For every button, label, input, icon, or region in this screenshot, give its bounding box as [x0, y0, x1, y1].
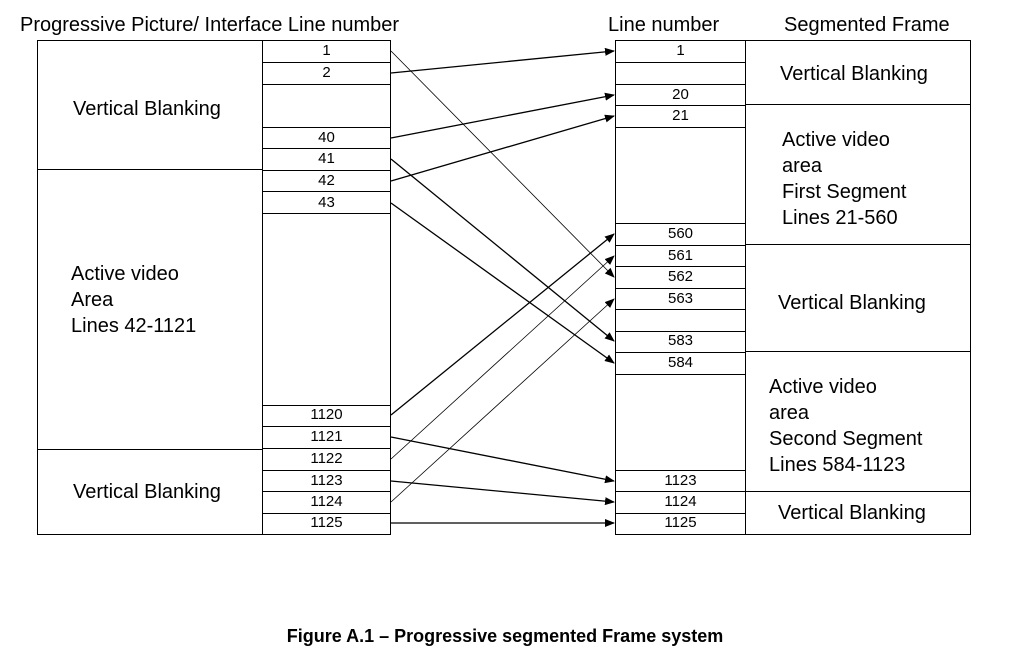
- row-divider: [262, 62, 391, 63]
- right-vb1-label: Vertical Blanking: [780, 63, 928, 85]
- left-line-number: 1: [322, 42, 331, 59]
- row-divider: [615, 105, 746, 106]
- row-divider: [262, 84, 391, 85]
- left-line-number: 41: [318, 150, 335, 167]
- right-line-number: 20: [672, 86, 689, 103]
- row-divider: [615, 223, 746, 224]
- row-divider: [262, 426, 391, 427]
- row-divider: [262, 148, 391, 149]
- row-divider: [615, 288, 746, 289]
- row-divider: [262, 213, 391, 214]
- row-divider: [615, 331, 746, 332]
- right-line-number: 561: [667, 247, 694, 264]
- row-divider: [262, 448, 391, 449]
- row-divider: [262, 513, 391, 514]
- row-divider: [615, 513, 746, 514]
- right-seg2-line-4: Lines 584-1123: [769, 454, 906, 476]
- left-active-line-1: Active video: [71, 263, 179, 285]
- right-seg1-line-2: area: [782, 155, 823, 177]
- left-line-column: [262, 40, 391, 535]
- row-divider: [615, 470, 746, 471]
- right-line-number: 584: [667, 354, 694, 371]
- left-line-number: 2: [322, 64, 331, 81]
- figure-caption: Figure A.1 – Progressive segmented Frame…: [286, 626, 724, 646]
- mapping-arrow: [390, 202, 615, 364]
- right-line-number: 1: [676, 42, 685, 59]
- right-vb3-label: Vertical Blanking: [778, 502, 926, 524]
- left-vb-top-label: Vertical Blanking: [73, 98, 221, 120]
- segmented-frame-header: Segmented Frame: [784, 14, 950, 36]
- mapping-arrow: [390, 436, 615, 484]
- right-line-number: 1125: [664, 514, 697, 531]
- row-divider: [262, 170, 391, 171]
- right-line-number: 1124: [664, 493, 697, 510]
- right-line-number: 562: [667, 268, 694, 285]
- row-divider: [262, 470, 391, 471]
- row-divider: [615, 266, 746, 267]
- right-line-number: 21: [672, 107, 689, 124]
- mapping-arrow: [390, 480, 615, 506]
- row-divider: [262, 491, 391, 492]
- left-active-line-2: Area: [71, 289, 114, 311]
- right-line-number: 1123: [664, 472, 697, 489]
- line-number-header: Line number: [608, 14, 720, 36]
- row-divider: [615, 62, 746, 63]
- right-seg1-line-1: Active video: [782, 129, 890, 151]
- right-line-number: 563: [667, 290, 694, 307]
- row-divider: [262, 127, 391, 128]
- left-line-number: 1120: [310, 406, 343, 423]
- left-line-number: 1123: [310, 472, 343, 489]
- left-line-number: 1121: [310, 428, 343, 445]
- mapping-arrow: [390, 298, 615, 503]
- left-line-number: 1122: [310, 450, 343, 467]
- left-line-number: 40: [318, 129, 335, 146]
- right-seg1-line-4: Lines 21-560: [782, 207, 898, 229]
- left-line-number: 1124: [310, 493, 343, 510]
- mapping-arrow: [390, 114, 615, 182]
- row-divider: [615, 309, 746, 310]
- mapping-arrow: [390, 158, 615, 342]
- left-line-number: 43: [318, 194, 335, 211]
- right-seg2-line-3: Second Segment: [769, 428, 923, 450]
- mapping-arrow: [390, 233, 615, 416]
- left-line-number: 1125: [310, 514, 343, 531]
- row-divider: [262, 405, 391, 406]
- row-divider: [615, 491, 746, 492]
- left-column-header: Progressive Picture/ Interface Line numb…: [20, 14, 400, 36]
- right-seg2-line-2: area: [769, 402, 810, 424]
- right-vb2-label: Vertical Blanking: [778, 292, 926, 314]
- row-divider: [262, 191, 391, 192]
- row-divider: [615, 374, 746, 375]
- row-divider: [615, 245, 746, 246]
- mapping-arrow: [390, 50, 615, 278]
- left-active-line-3: Lines 42-1121: [71, 315, 197, 337]
- right-seg1-line-3: First Segment: [782, 181, 907, 203]
- right-line-number: 560: [667, 225, 694, 242]
- left-vb-bottom-label: Vertical Blanking: [73, 481, 221, 503]
- right-line-number: 583: [667, 332, 694, 349]
- mapping-arrow: [390, 255, 615, 460]
- mapping-arrow: [390, 92, 615, 139]
- row-divider: [615, 84, 746, 85]
- row-divider: [615, 127, 746, 128]
- mapping-arrow: [390, 47, 615, 74]
- right-seg2-line-1: Active video: [769, 376, 877, 398]
- left-line-number: 42: [318, 172, 335, 189]
- row-divider: [615, 352, 746, 353]
